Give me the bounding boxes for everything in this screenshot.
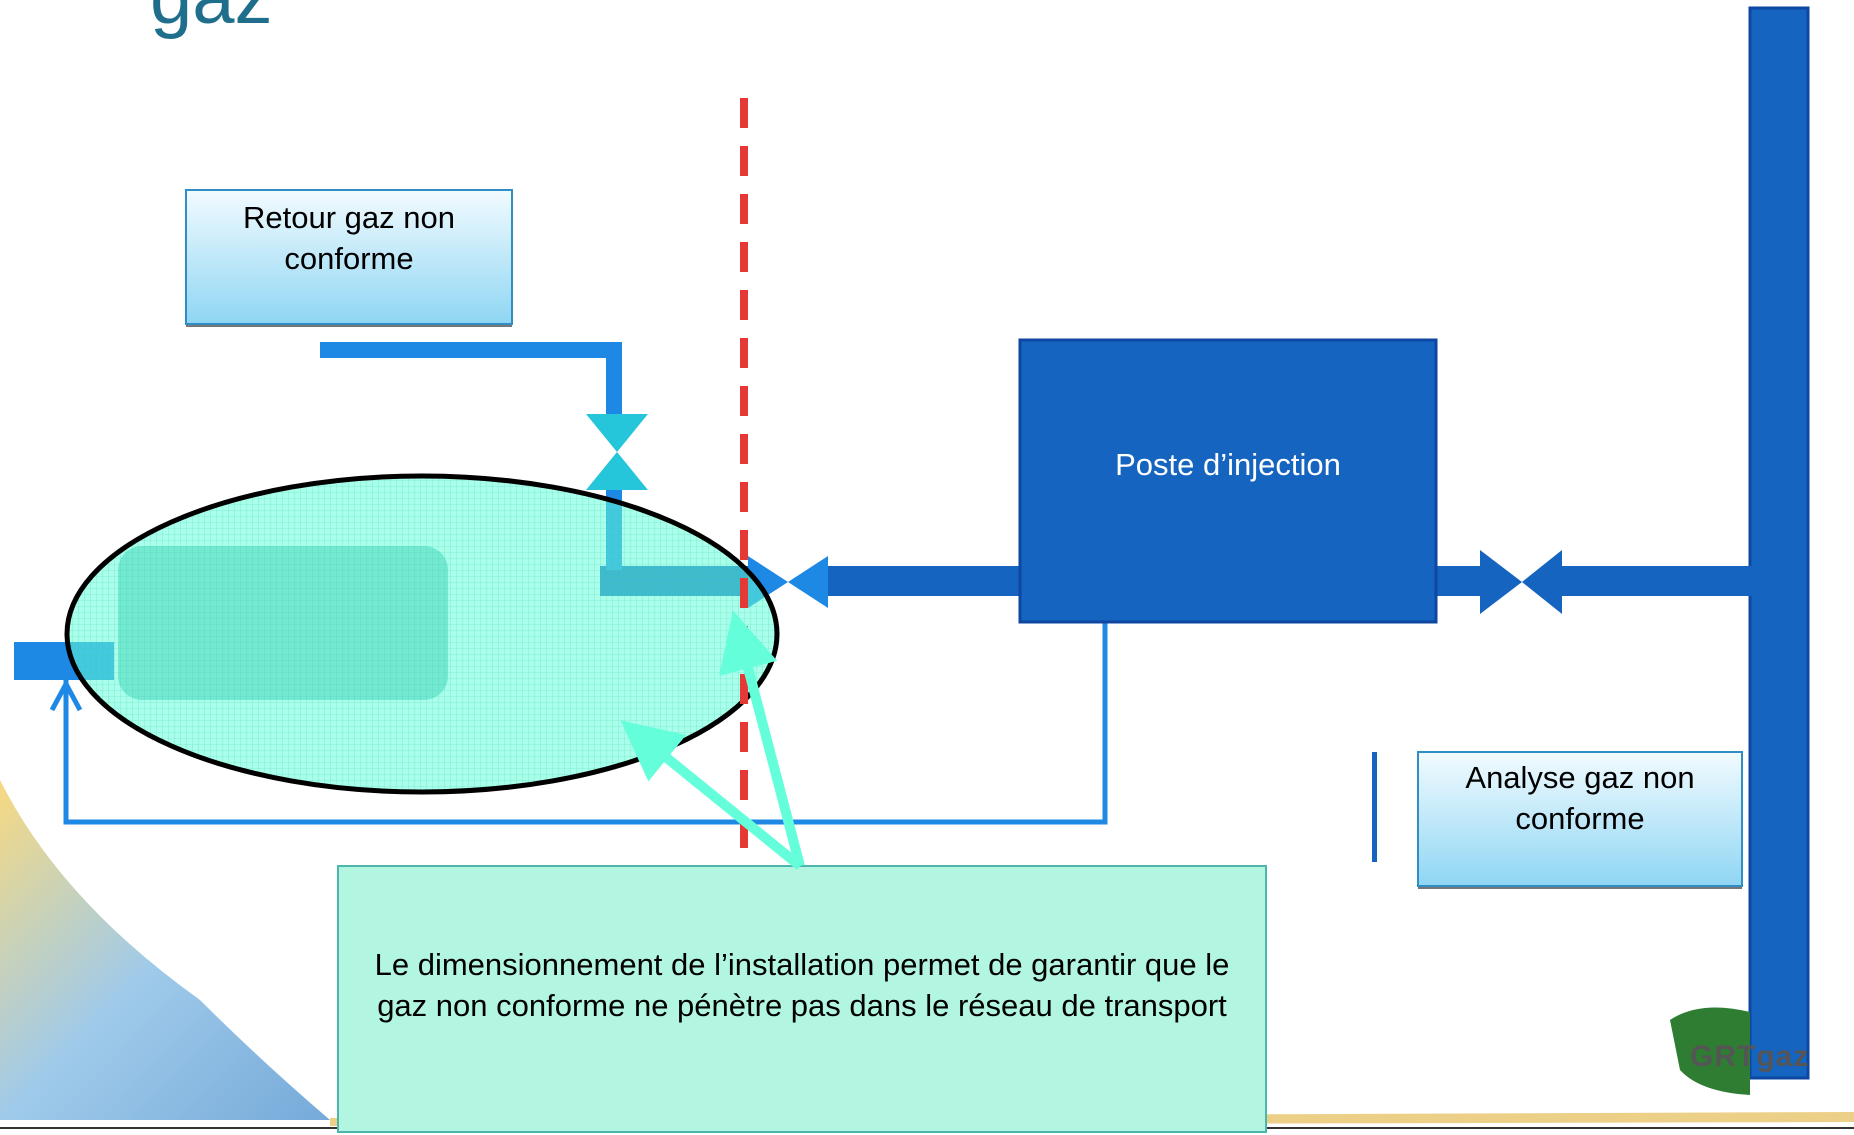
- note-box: [337, 865, 1267, 1133]
- injection-station-box: [1018, 338, 1438, 624]
- logo-text: GRTgaz: [1690, 1040, 1810, 1073]
- pipe-to-injection: [822, 566, 1022, 596]
- slide-title: gaz: [150, 0, 273, 41]
- analysis-box: [1417, 751, 1743, 887]
- highlight-ellipse: [64, 473, 780, 795]
- callout-arrow-to-ellipse: [620, 720, 804, 870]
- pipe-from-injection: [1432, 566, 1482, 596]
- pipe-to-network: [1562, 566, 1752, 596]
- return-box: [185, 189, 513, 325]
- pipe-return-top: [320, 342, 620, 358]
- company-logo: [1670, 1007, 1750, 1095]
- analysis-box-label: Analyse gaz non conforme: [1465, 760, 1695, 836]
- analysis-connector: [1372, 752, 1377, 862]
- recirculation-loop: [63, 622, 1108, 825]
- loop-arrow-head: [49, 678, 83, 712]
- callout-arrow-to-pipe: [719, 610, 805, 868]
- return-box-label: Retour gaz non conforme: [243, 200, 455, 276]
- network-valve-icon: [1480, 550, 1562, 614]
- pipe-return-vertical: [606, 342, 622, 432]
- main-transport-pipe: [1748, 6, 1810, 1080]
- return-valve-icon: [586, 414, 648, 490]
- injection-box-label: Poste d’injection: [1115, 447, 1341, 482]
- note-box-label: Le dimensionnement de l’installation per…: [374, 947, 1230, 1023]
- background-decoration: [0, 780, 330, 1120]
